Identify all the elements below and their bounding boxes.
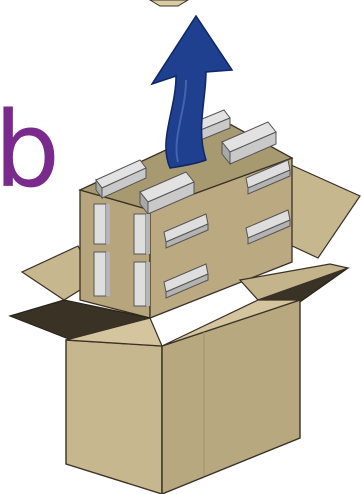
box-front-face [66,340,162,494]
box-right-face [162,300,300,494]
cropped-fragment [150,0,188,6]
